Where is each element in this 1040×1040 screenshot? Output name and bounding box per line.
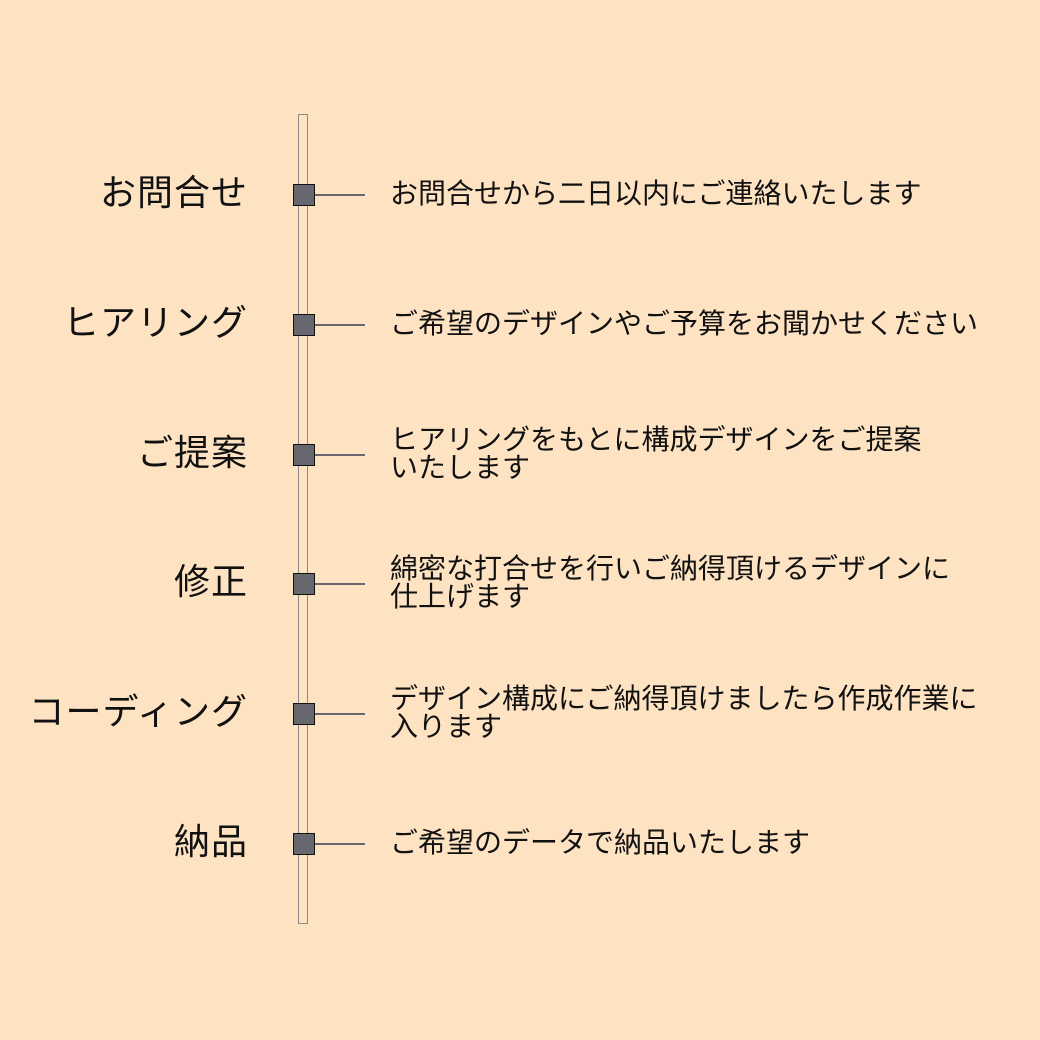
- connector-line: [315, 454, 365, 456]
- step-revision: 修正 綿密な打合せを行いご納得頂けるデザインに 仕上げます: [0, 555, 1040, 623]
- step-marker: [293, 703, 315, 725]
- connector-line: [315, 843, 365, 845]
- step-coding: コーディング デザイン構成にご納得頂けましたら作成作業に 入ります: [0, 685, 1040, 753]
- step-marker: [293, 444, 315, 466]
- step-description: お問合せから二日以内にご連絡いたします: [390, 177, 922, 210]
- step-label: 納品: [173, 822, 248, 863]
- step-label: 修正: [173, 562, 248, 603]
- step-proposal: ご提案 ヒアリングをもとに構成デザインをご提案 いたします: [0, 426, 1040, 494]
- step-hearing: ヒアリング ご希望のデザインやご予算をお聞かせください: [0, 304, 1040, 364]
- step-marker: [293, 184, 315, 206]
- step-delivery: 納品 ご希望のデータで納品いたします: [0, 823, 1040, 883]
- step-marker: [293, 314, 315, 336]
- step-label: コーディング: [28, 692, 248, 733]
- step-description: ご希望のデザインやご予算をお聞かせください: [390, 307, 979, 340]
- step-description: ヒアリングをもとに構成デザインをご提案 いたします: [390, 423, 922, 484]
- step-marker: [293, 573, 315, 595]
- step-marker: [293, 833, 315, 855]
- step-description: デザイン構成にご納得頂けましたら作成作業に 入ります: [390, 682, 978, 743]
- connector-line: [315, 194, 365, 196]
- step-label: ヒアリング: [62, 303, 248, 344]
- timeline-rail: [298, 114, 308, 924]
- connector-line: [315, 713, 365, 715]
- step-description: 綿密な打合せを行いご納得頂けるデザインに 仕上げます: [390, 552, 951, 613]
- connector-line: [315, 583, 365, 585]
- step-description: ご希望のデータで納品いたします: [390, 826, 811, 859]
- connector-line: [315, 324, 365, 326]
- step-label: ご提案: [136, 433, 248, 474]
- step-inquiry: お問合せ お問合せから二日以内にご連絡いたします: [0, 174, 1040, 234]
- step-label: お問合せ: [99, 173, 248, 214]
